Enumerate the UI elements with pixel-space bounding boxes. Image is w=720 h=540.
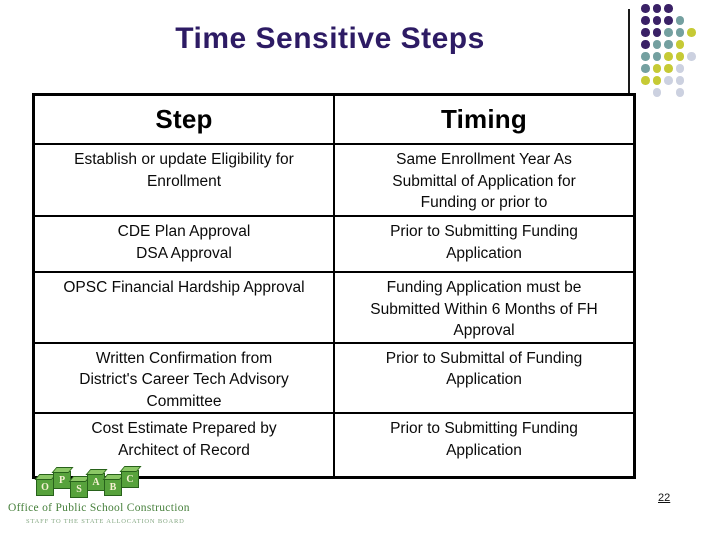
decorative-dot: [641, 28, 650, 37]
column-header-step: Step: [32, 93, 335, 145]
decorative-dot: [652, 4, 661, 13]
dots-decoration: [641, 4, 699, 100]
decorative-dot: [664, 76, 673, 85]
step-cell: OPSC Financial Hardship Approval: [32, 271, 335, 344]
step-cell: Cost Estimate Prepared by Architect of R…: [32, 412, 335, 478]
decorative-dot: [652, 88, 661, 97]
decorative-dot: [687, 28, 696, 37]
table-row: Written Confirmation from District's Car…: [32, 341, 636, 414]
decorative-dot: [652, 28, 661, 37]
decorative-dot: [664, 40, 673, 49]
step-cell: Written Confirmation from District's Car…: [32, 341, 335, 414]
logo-block-letter: P: [53, 471, 71, 489]
timing-cell: Prior to Submitting Funding Application: [333, 215, 636, 273]
timing-cell: Funding Application must be Submitted Wi…: [333, 271, 636, 344]
opsc-logo-subtitle: STAFF TO THE STATE ALLOCATION BOARD: [26, 518, 185, 525]
decorative-dot: [675, 76, 684, 85]
slide-number: 22: [658, 492, 671, 504]
column-header-timing: Timing: [333, 93, 636, 145]
decorative-dot: [652, 64, 661, 73]
decorative-dot: [641, 40, 650, 49]
table-row: Establish or update Eligibility for Enro…: [32, 143, 636, 217]
decorative-dot: [641, 52, 650, 61]
logo-block-letter: S: [70, 480, 88, 498]
page-title: Time Sensitive Steps: [175, 22, 485, 55]
decorative-dot: [652, 76, 661, 85]
timing-cell: Prior to Submittal of Funding Applicatio…: [333, 341, 636, 414]
decorative-dot: [664, 64, 673, 73]
decorative-dot: [652, 52, 661, 61]
table-row: Cost Estimate Prepared by Architect of R…: [32, 412, 636, 478]
decorative-dot: [675, 40, 684, 49]
time-sensitive-steps-table: Step Timing Establish or update Eligibil…: [32, 93, 636, 479]
decorative-dot: [675, 88, 684, 97]
timing-cell: Prior to Submitting Funding Application: [333, 412, 636, 478]
table-header-row: Step Timing: [32, 93, 636, 145]
decorative-dot: [641, 16, 650, 25]
decorative-dot: [652, 40, 661, 49]
decorative-dot: [687, 52, 696, 61]
decorative-dot: [675, 52, 684, 61]
decorative-vertical-rule: [628, 9, 630, 133]
decorative-dot: [664, 52, 673, 61]
decorative-dot: [664, 28, 673, 37]
step-cell: CDE Plan Approval DSA Approval: [32, 215, 335, 273]
logo-block-letter: C: [121, 470, 139, 488]
table-row: CDE Plan Approval DSA Approval Prior to …: [32, 215, 636, 273]
opsc-logo-title: Office of Public School Construction: [8, 502, 190, 514]
table-row: OPSC Financial Hardship Approval Funding…: [32, 271, 636, 344]
decorative-dot: [652, 16, 661, 25]
logo-block-letter: O: [36, 478, 54, 496]
logo-block-letter: B: [104, 478, 122, 496]
decorative-dot: [664, 16, 673, 25]
logo-block-letter: A: [87, 473, 105, 491]
decorative-dot: [675, 16, 684, 25]
timing-cell: Same Enrollment Year As Submittal of App…: [333, 143, 636, 217]
step-cell: Establish or update Eligibility for Enro…: [32, 143, 335, 217]
decorative-dot: [641, 4, 650, 13]
decorative-dot: [675, 28, 684, 37]
decorative-dot: [664, 4, 673, 13]
decorative-dot: [641, 76, 650, 85]
decorative-dot: [675, 64, 684, 73]
decorative-dot: [641, 64, 650, 73]
